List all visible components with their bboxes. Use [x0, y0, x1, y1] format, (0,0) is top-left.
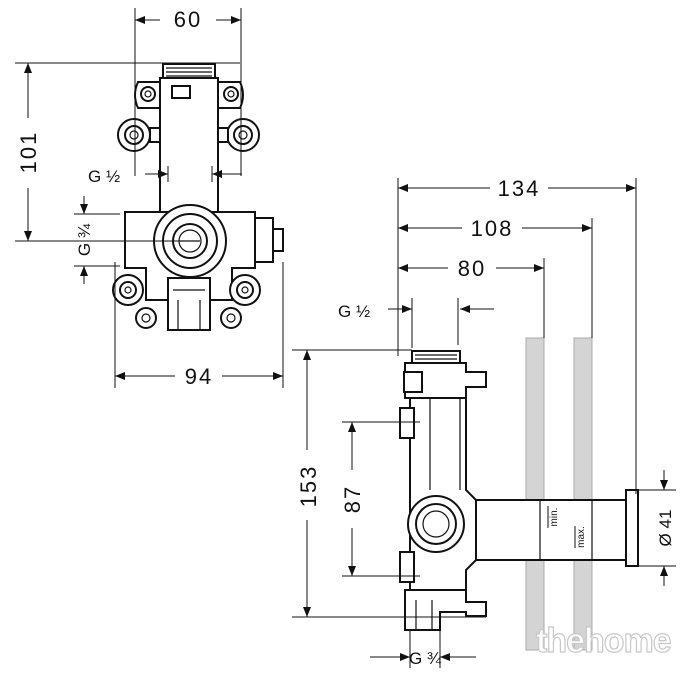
front-thread-top: G ½ [88, 167, 120, 186]
side-thread-bottom: G ¾ [409, 649, 442, 668]
side-outlet-flange [625, 489, 639, 567]
label-min: min. [549, 508, 560, 527]
front-thread-bottom: G ¾ [75, 223, 94, 256]
front-dim-height: 101 [16, 131, 41, 174]
side-dim-depth-min: 80 [458, 256, 486, 281]
watermark-text: thehome [536, 622, 671, 660]
wall-strip-max [573, 337, 593, 651]
wall-strip-min [525, 337, 545, 651]
side-dim-total-depth: 134 [498, 176, 541, 201]
side-top-thread [411, 350, 461, 364]
side-bottom-leg [404, 589, 487, 631]
front-view: 60 101 G ½ G ¾ 94 [15, 7, 284, 389]
side-dim-depth-max: 108 [471, 216, 514, 241]
front-bottom-outlet [167, 277, 211, 331]
front-dim-width-top: 60 [174, 7, 202, 32]
side-view: 134 108 80 G ½ 153 87 Ø 41 min. max. [292, 176, 676, 668]
side-thread-top: G ½ [338, 302, 370, 321]
side-dim-total-height: 153 [296, 465, 321, 508]
side-dim-outlet-height: 87 [340, 485, 365, 513]
side-dim-diameter: Ø 41 [656, 510, 675, 547]
front-dim-width-bottom: 94 [185, 364, 213, 389]
label-max: max. [576, 526, 587, 548]
